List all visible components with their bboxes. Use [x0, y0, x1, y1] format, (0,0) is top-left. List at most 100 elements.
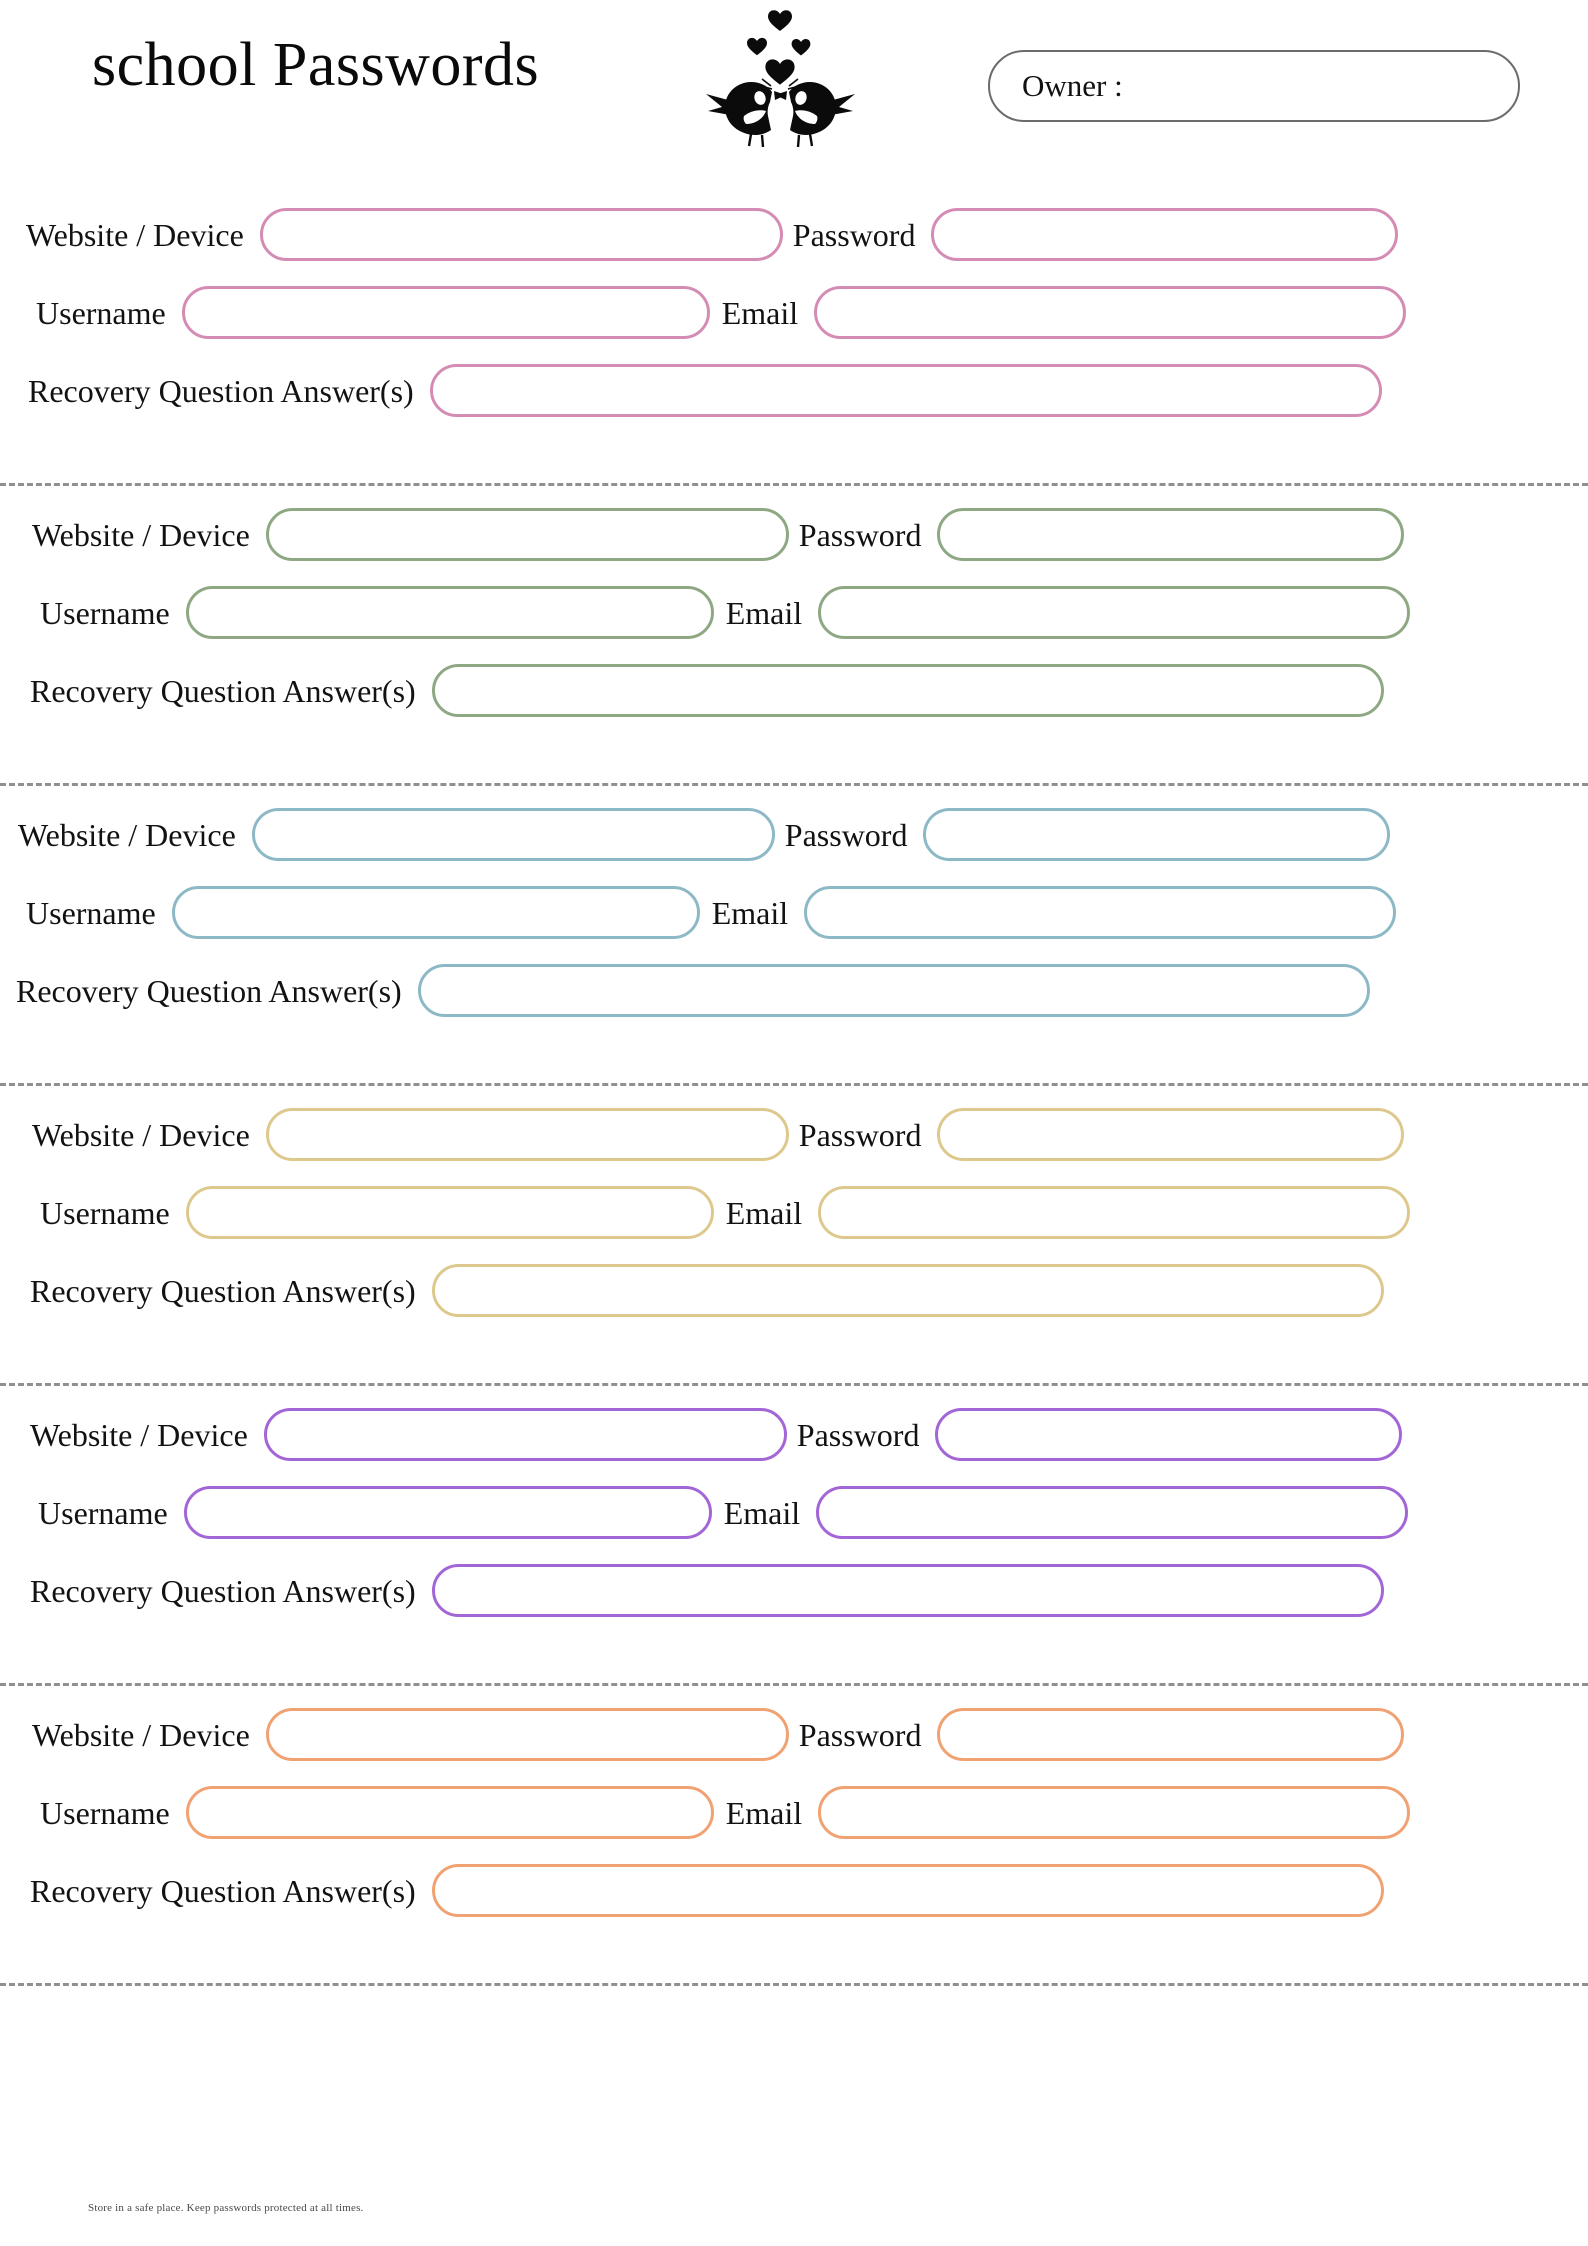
input-recovery[interactable] — [431, 1864, 1384, 1917]
row-recovery: Recovery Question Answer(s) — [0, 364, 1588, 417]
row-recovery: Recovery Question Answer(s) — [0, 1564, 1588, 1617]
input-recovery[interactable] — [417, 964, 1370, 1017]
input-recovery[interactable] — [431, 664, 1384, 717]
input-username[interactable] — [181, 286, 710, 339]
row-recovery: Recovery Question Answer(s) — [0, 1864, 1588, 1917]
label-recovery: Recovery Question Answer(s) — [30, 1272, 416, 1309]
page-title: school Passwords — [92, 31, 540, 99]
section-divider — [0, 1983, 1588, 1986]
label-username: Username — [26, 894, 156, 931]
label-recovery: Recovery Question Answer(s) — [30, 1572, 416, 1609]
label-website: Website / Device — [32, 516, 250, 553]
row-username-email: Username Email — [0, 886, 1588, 939]
row-username-email: Username Email — [0, 1486, 1588, 1539]
page-header: school Passwords — [0, 0, 1588, 186]
label-username: Username — [40, 1194, 170, 1231]
love-birds-icon — [688, 8, 873, 148]
input-password[interactable] — [923, 808, 1391, 861]
label-email: Email — [721, 294, 799, 331]
label-username: Username — [36, 294, 166, 331]
label-recovery: Recovery Question Answer(s) — [30, 672, 416, 709]
row-website-password: Website / Device Password — [0, 1708, 1588, 1761]
label-website: Website / Device — [30, 1416, 248, 1453]
input-recovery[interactable] — [431, 1264, 1384, 1317]
label-website: Website / Device — [18, 816, 236, 853]
section-divider — [0, 783, 1588, 786]
section-divider — [0, 1083, 1588, 1086]
input-recovery[interactable] — [431, 1564, 1384, 1617]
row-recovery: Recovery Question Answer(s) — [0, 964, 1588, 1017]
section-divider — [0, 483, 1588, 486]
label-password: Password — [798, 1716, 922, 1753]
label-email: Email — [725, 1794, 803, 1831]
label-username: Username — [40, 594, 170, 631]
input-website[interactable] — [263, 1408, 787, 1461]
input-password[interactable] — [937, 508, 1405, 561]
label-email: Email — [725, 594, 803, 631]
input-username[interactable] — [171, 886, 700, 939]
input-website[interactable] — [251, 808, 775, 861]
input-password[interactable] — [937, 1108, 1405, 1161]
input-email[interactable] — [804, 886, 1397, 939]
row-website-password: Website / Device Password — [0, 1108, 1588, 1161]
input-password[interactable] — [937, 1708, 1405, 1761]
label-email: Email — [711, 894, 789, 931]
label-website: Website / Device — [26, 216, 244, 253]
owner-label: Owner : — [1022, 68, 1123, 103]
input-email[interactable] — [818, 1186, 1411, 1239]
input-username[interactable] — [185, 586, 714, 639]
input-username[interactable] — [183, 1486, 712, 1539]
label-email: Email — [725, 1194, 803, 1231]
row-recovery: Recovery Question Answer(s) — [0, 664, 1588, 717]
section-divider — [0, 1683, 1588, 1686]
input-password[interactable] — [935, 1408, 1403, 1461]
input-username[interactable] — [185, 1786, 714, 1839]
input-website[interactable] — [259, 208, 783, 261]
label-username: Username — [40, 1794, 170, 1831]
label-recovery: Recovery Question Answer(s) — [30, 1872, 416, 1909]
input-email[interactable] — [814, 286, 1407, 339]
page-footer: Store in a safe place. Keep passwords pr… — [0, 2188, 1588, 2246]
input-email[interactable] — [816, 1486, 1409, 1539]
footer-note: Store in a safe place. Keep passwords pr… — [88, 2202, 364, 2214]
row-username-email: Username Email — [0, 286, 1588, 339]
owner-field[interactable]: Owner : — [988, 50, 1520, 122]
label-username: Username — [38, 1494, 168, 1531]
row-username-email: Username Email — [0, 1186, 1588, 1239]
label-email: Email — [723, 1494, 801, 1531]
input-website[interactable] — [265, 508, 789, 561]
input-recovery[interactable] — [429, 364, 1382, 417]
label-password: Password — [798, 516, 922, 553]
input-password[interactable] — [931, 208, 1399, 261]
input-website[interactable] — [265, 1108, 789, 1161]
row-username-email: Username Email — [0, 1786, 1588, 1839]
label-website: Website / Device — [32, 1116, 250, 1153]
label-website: Website / Device — [32, 1716, 250, 1753]
label-password: Password — [798, 1116, 922, 1153]
input-username[interactable] — [185, 1186, 714, 1239]
section-divider — [0, 1383, 1588, 1386]
input-email[interactable] — [818, 1786, 1411, 1839]
input-email[interactable] — [818, 586, 1411, 639]
row-recovery: Recovery Question Answer(s) — [0, 1264, 1588, 1317]
row-website-password: Website / Device Password — [0, 508, 1588, 561]
input-website[interactable] — [265, 1708, 789, 1761]
row-username-email: Username Email — [0, 586, 1588, 639]
label-recovery: Recovery Question Answer(s) — [28, 372, 414, 409]
label-recovery: Recovery Question Answer(s) — [16, 972, 402, 1009]
